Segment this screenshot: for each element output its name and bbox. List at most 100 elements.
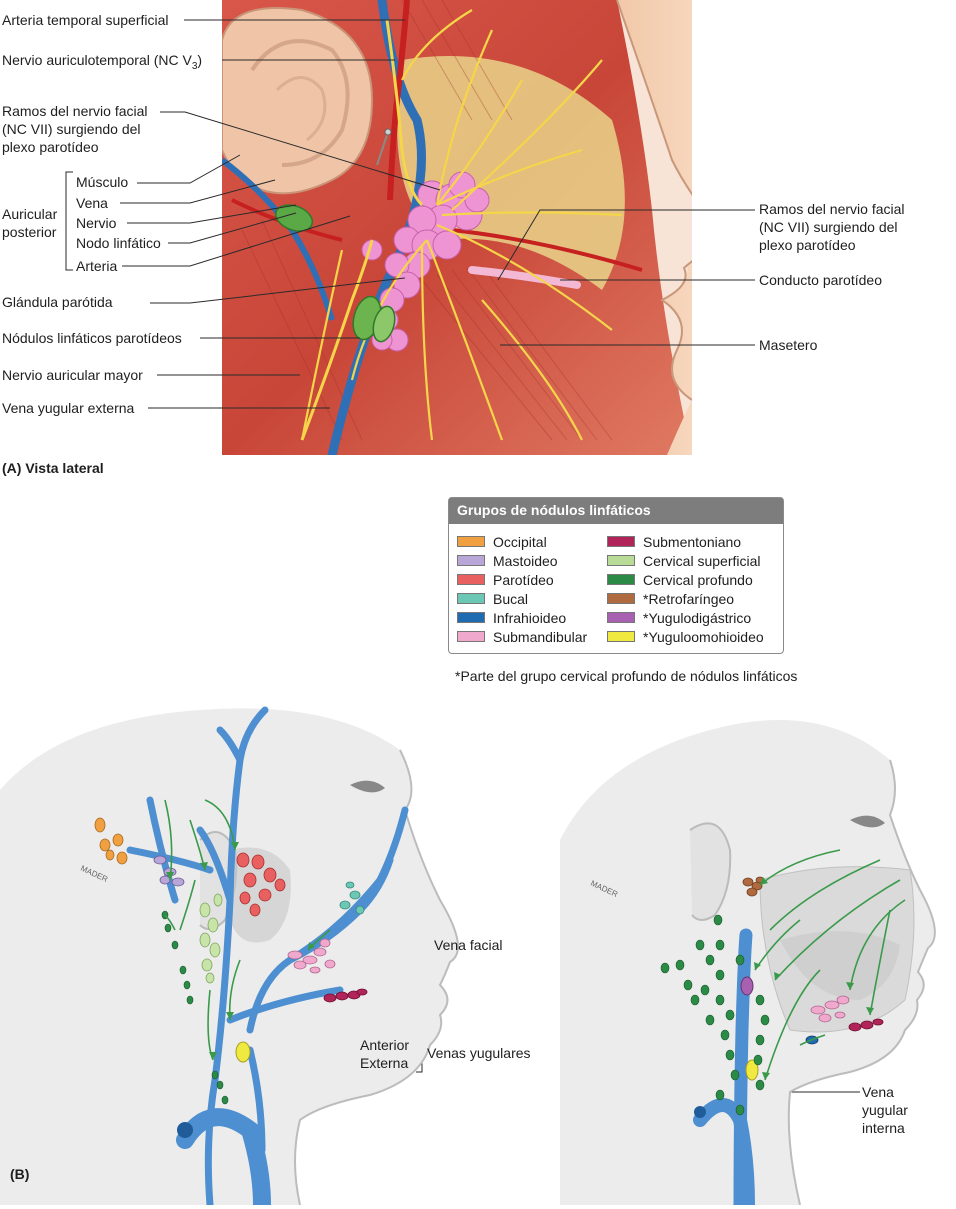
legend-item-mastoideo: Mastoideo <box>457 551 587 570</box>
label-masetero: Masetero <box>759 337 818 353</box>
label-nervio-auriculotemporal-sub: 3 <box>191 60 198 72</box>
label-externa: Externa <box>360 1055 409 1071</box>
label-arteria-temporal: Arteria temporal superficial <box>2 12 169 28</box>
lymph-node-legend: Grupos de nódulos linfáticos Occipital M… <box>448 497 784 654</box>
label-nervio-auricular-mayor: Nervio auricular mayor <box>2 367 143 383</box>
jugulodigastric-node <box>740 976 754 996</box>
label-vena-facial: Vena facial <box>434 937 503 953</box>
ear <box>222 7 374 195</box>
parotid-dissection-illustration <box>222 0 692 455</box>
legend-swatch <box>607 555 635 566</box>
legend-item-infrahioideo: Infrahioideo <box>457 608 587 627</box>
occipital-nodes <box>94 817 128 865</box>
label-nervio-auriculotemporal: Nervio auriculotemporal (NC V3) <box>2 51 202 76</box>
arrowheads-right <box>754 877 874 1080</box>
deep-cervical-nodes <box>161 910 229 1105</box>
arrowheads-left <box>166 842 315 1060</box>
legend-swatch <box>607 612 635 623</box>
parotid-nodes <box>236 852 286 917</box>
subclavian-vein-right <box>693 1098 755 1205</box>
legend-item-cervical-profundo: Cervical profundo <box>607 570 764 589</box>
submental-nodes <box>323 988 368 1003</box>
eye-right <box>850 815 885 828</box>
label-ramos-right: Ramos del nervio facial (NC VII) surgien… <box>759 201 905 253</box>
label-conducto-parotideo: Conducto parotídeo <box>759 272 882 288</box>
vein-cross-section-left <box>177 1122 193 1138</box>
tongue-shape <box>780 931 900 1000</box>
legend-swatch <box>457 574 485 585</box>
legend-title: Grupos de nódulos linfáticos <box>449 498 783 524</box>
legend-item-occipital: Occipital <box>457 532 587 551</box>
legend-item-cervical-superficial: Cervical superficial <box>607 551 764 570</box>
legend-label: Parotídeo <box>493 571 554 588</box>
great-auricular-nerve <box>300 239 374 441</box>
label-nervio-auriculotemporal-text: Nervio auriculotemporal (NC V <box>2 52 192 68</box>
legend-footnote: *Parte del grupo cervical profundo de nó… <box>455 668 798 684</box>
face-profile <box>617 0 692 455</box>
submandibular-nodes-right <box>810 995 850 1023</box>
legend-label: Infrahioideo <box>493 609 567 626</box>
legend-item-bucal: Bucal <box>457 589 587 608</box>
dissection-pin-head <box>384 128 392 136</box>
parotid-lymph-node-2 <box>372 305 396 343</box>
legend-label: Submandibular <box>493 628 588 645</box>
label-nervio-auriculotemporal-end: ) <box>197 52 203 68</box>
legend-label: Bucal <box>493 590 529 607</box>
legend-label: *Yuguloomohioideo <box>643 628 764 645</box>
juguloomohyoid-node-right <box>745 1059 759 1081</box>
legend-label: Cervical profundo <box>643 571 753 588</box>
caption-panel-a: (A) Vista lateral <box>2 460 104 476</box>
legend-column-left: Occipital Mastoideo Parotídeo Bucal Infr… <box>457 532 587 646</box>
label-ramos-left: Ramos del nervio facial (NC VII) surgien… <box>2 103 148 155</box>
legend-swatch <box>607 574 635 585</box>
legend-swatch <box>457 555 485 566</box>
legend-item-retrofaringeo: *Retrofaríngeo <box>607 589 764 608</box>
legend-label: *Retrofaríngeo <box>643 590 735 607</box>
label-arteria: Arteria <box>76 258 118 274</box>
label-anterior: Anterior <box>360 1037 410 1053</box>
legend-item-submandibular: Submandibular <box>457 627 587 646</box>
legend-item-yuguloomohioideo: *Yuguloomohioideo <box>607 627 764 646</box>
label-nodo-linfatico: Nodo linfático <box>76 235 161 251</box>
legend-item-yugulodigastrico: *Yugulodigástrico <box>607 608 764 627</box>
legend-label: Submentoniano <box>643 533 742 550</box>
superficial-cervical-nodes <box>199 893 223 984</box>
legend-label: Cervical superficial <box>643 552 761 569</box>
subclavian-vein-left <box>176 1108 271 1205</box>
legend-swatch <box>457 593 485 604</box>
eye-left <box>350 780 385 793</box>
buccal-nodes <box>339 881 365 915</box>
label-musculo: Músculo <box>76 174 129 190</box>
facial-nerve-branches <box>300 9 623 441</box>
label-vena-yugular-interna: Vena yugular interna <box>862 1084 908 1136</box>
submandibular-nodes <box>287 938 336 974</box>
legend-label: Occipital <box>493 533 547 550</box>
label-auricular-posterior: Auricular posterior <box>2 206 58 240</box>
retropharyngeal-nodes <box>742 876 765 897</box>
legend-column-right: Submentoniano Cervical superficial Cervi… <box>607 532 764 646</box>
label-vena: Vena <box>76 195 108 211</box>
juguloomohyoid-node-left <box>235 1041 251 1063</box>
face-profile-edge <box>616 0 692 401</box>
legend-label: Mastoideo <box>493 552 558 569</box>
legend-swatch <box>457 536 485 547</box>
legend-item-submentoniano: Submentoniano <box>607 532 764 551</box>
label-glandula-parotida: Glándula parótida <box>2 294 113 310</box>
label-nodulos-parotideos: Nódulos linfáticos parotídeos <box>2 330 182 346</box>
label-nervio: Nervio <box>76 215 117 231</box>
legend-swatch <box>607 536 635 547</box>
caption-panel-b: (B) <box>10 1166 30 1182</box>
ear-outline-right <box>689 822 732 921</box>
label-vena-yugular-externa: Vena yugular externa <box>2 400 135 416</box>
lymph-drainage-deep-illustration: MADER <box>560 720 936 1205</box>
legend-swatch <box>607 593 635 604</box>
legend-swatch <box>607 631 635 642</box>
lymph-drainage-superficial-illustration: MADER <box>0 706 459 1205</box>
legend-swatch <box>457 612 485 623</box>
deep-cervical-nodes-right <box>660 914 770 1116</box>
legend-item-parotideo: Parotídeo <box>457 570 587 589</box>
label-venas-yugulares: Venas yugulares <box>427 1045 531 1061</box>
vein-cross-section-right <box>694 1106 706 1118</box>
legend-label: *Yugulodigástrico <box>643 609 752 626</box>
submental-nodes-right <box>848 1018 884 1032</box>
